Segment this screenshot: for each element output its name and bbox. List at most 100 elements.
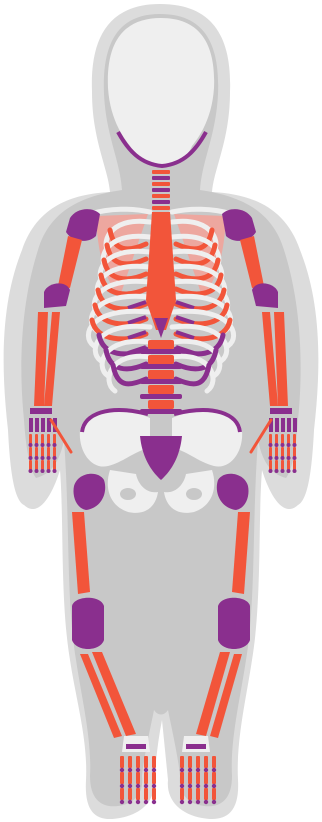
left-phalanx [41, 460, 44, 470]
left-phalanx [53, 460, 56, 470]
left-toe-joint [136, 800, 140, 804]
right-knuckle [269, 456, 273, 460]
right-phalanx [269, 460, 272, 470]
left-knuckle [47, 443, 51, 447]
right-toe-bone [180, 772, 184, 784]
right-toe-bone [204, 788, 208, 800]
left-knuckle [29, 469, 33, 473]
left-wrist [30, 408, 52, 414]
left-toe-joint [144, 784, 148, 788]
right-toe-joint [212, 768, 216, 772]
left-phalanx [47, 434, 50, 444]
left-toe-joint [152, 800, 156, 804]
right-toe-joint [180, 800, 184, 804]
lumbar-vertebra [148, 370, 174, 379]
right-phalanx [287, 460, 290, 470]
left-toe-bone [144, 788, 148, 800]
right-toe-bone [212, 788, 216, 800]
left-phalanx [29, 447, 32, 457]
left-knuckle [53, 469, 57, 473]
left-knuckle [41, 469, 45, 473]
left-phalanx [53, 447, 56, 457]
left-toe-joint [120, 800, 124, 804]
left-knuckle [41, 456, 45, 460]
right-toe-joint [188, 784, 192, 788]
intervertebral-process [140, 364, 182, 369]
left-toe-joint [144, 768, 148, 772]
right-knuckle [281, 456, 285, 460]
left-knuckle [41, 443, 45, 447]
right-toe-joint [188, 800, 192, 804]
right-phalanx [275, 460, 278, 470]
cervical-vertebra [152, 176, 170, 180]
cervical-vertebra [152, 170, 170, 174]
right-phalanx [275, 434, 278, 444]
right-toe-bone [204, 772, 208, 784]
right-toe-joint [204, 768, 208, 772]
right-toe-joint [196, 768, 200, 772]
right-phalanx [281, 447, 284, 457]
right-phalanx [281, 434, 284, 444]
left-phalanx [41, 434, 44, 444]
right-phalanx [293, 460, 296, 470]
right-toe-bone [188, 772, 192, 784]
left-toe-bone [120, 756, 124, 768]
right-carpal [287, 418, 291, 432]
right-toe-bone [212, 772, 216, 784]
left-toe-bone [152, 756, 156, 768]
right-toe-bone [196, 756, 200, 768]
right-knuckle [269, 443, 273, 447]
right-toe-joint [196, 800, 200, 804]
left-toe-bone [128, 772, 132, 784]
lumbar-vertebra [148, 340, 174, 349]
left-toe-joint [152, 768, 156, 772]
left-toe-joint [120, 768, 124, 772]
left-carpal [35, 418, 39, 432]
left-knuckle [53, 443, 57, 447]
right-carpal [281, 418, 285, 432]
left-knuckle [29, 443, 33, 447]
left-toe-joint [128, 768, 132, 772]
left-knuckle [29, 456, 33, 460]
right-toe-bone [196, 772, 200, 784]
right-carpal [293, 418, 297, 432]
right-knuckle [287, 456, 291, 460]
left-toe-joint [128, 784, 132, 788]
left-knee [72, 598, 104, 649]
left-toe-joint [128, 800, 132, 804]
left-toe-bone [128, 788, 132, 800]
right-knuckle [281, 469, 285, 473]
left-knuckle [53, 456, 57, 460]
left-knuckle [47, 469, 51, 473]
left-knuckle [35, 469, 39, 473]
right-toe-joint [212, 784, 216, 788]
right-toe-joint [180, 768, 184, 772]
left-phalanx [29, 434, 32, 444]
left-toe-joint [136, 768, 140, 772]
right-toe-bone [204, 756, 208, 768]
right-toe-bone [188, 756, 192, 768]
left-toe-bone [144, 772, 148, 784]
right-carpal [275, 418, 279, 432]
right-knuckle [275, 443, 279, 447]
intervertebral-process [140, 379, 182, 384]
left-phalanx [47, 447, 50, 457]
right-phalanx [269, 447, 272, 457]
right-toe-joint [212, 800, 216, 804]
lumbar-vertebra [148, 400, 174, 409]
cervical-vertebra [152, 182, 170, 186]
left-toe-bone [136, 772, 140, 784]
right-toe-bone [188, 788, 192, 800]
left-phalanx [35, 434, 38, 444]
left-toe-bone [120, 788, 124, 800]
left-toe-joint [120, 784, 124, 788]
left-toe-bone [136, 756, 140, 768]
right-toe-joint [188, 768, 192, 772]
right-toe-joint [204, 784, 208, 788]
left-phalanx [47, 460, 50, 470]
lumbar-vertebra [148, 385, 174, 394]
right-toe-joint [196, 784, 200, 788]
left-toe-joint [136, 784, 140, 788]
